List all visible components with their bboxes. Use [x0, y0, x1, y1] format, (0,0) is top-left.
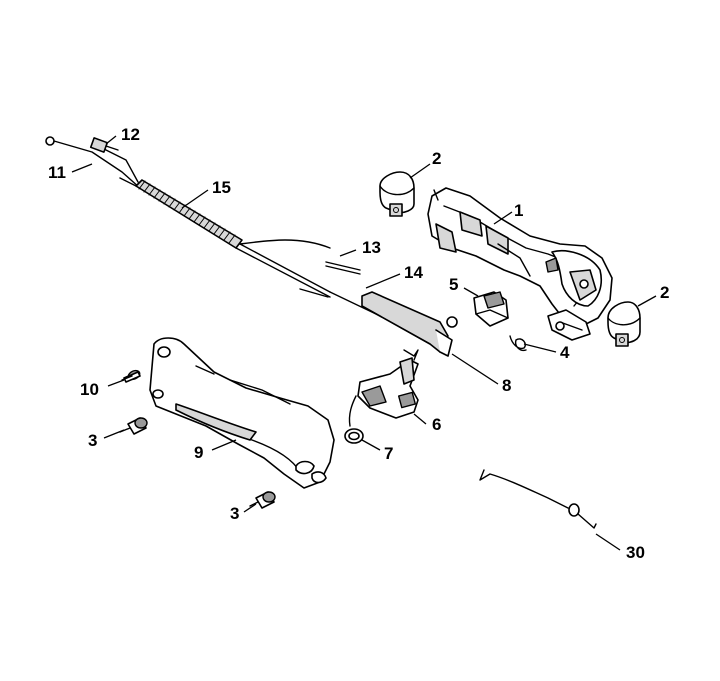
slide-switch-5	[473, 291, 509, 327]
wire-clip-30	[479, 469, 597, 529]
callout-3-upper: 3	[88, 431, 97, 450]
leader-lines	[71, 135, 657, 551]
interlock-lever-6	[357, 357, 419, 419]
callout-13: 13	[362, 238, 381, 257]
callout-7: 7	[384, 444, 393, 463]
callout-2-upper: 2	[432, 149, 441, 168]
callout-8: 8	[502, 376, 511, 395]
wire-lead-11-12	[45, 136, 141, 189]
callout-10: 10	[80, 380, 99, 399]
clamp-ring-2-upper	[379, 171, 415, 217]
screw-3-lower	[249, 491, 276, 509]
callout-15: 15	[212, 178, 231, 197]
callout-12: 12	[121, 125, 140, 144]
clamp-ring-2-right	[607, 301, 641, 347]
callout-14: 14	[404, 263, 423, 282]
callout-4: 4	[560, 343, 570, 362]
callout-6: 6	[432, 415, 441, 434]
callout-11: 11	[48, 163, 66, 182]
callout-3-lower: 3	[230, 504, 239, 523]
hose-13	[299, 261, 361, 298]
screw-3-upper	[119, 417, 148, 435]
callout-9: 9	[194, 443, 203, 462]
callout-2-right: 2	[660, 283, 669, 302]
callout-5: 5	[449, 275, 458, 294]
throttle-trigger-14	[361, 291, 458, 357]
spring-4	[509, 335, 527, 352]
handle-shell-9	[149, 337, 335, 489]
throttle-cable-15	[119, 177, 421, 336]
callout-1: 1	[514, 201, 523, 220]
callout-30: 30	[626, 543, 645, 562]
spring-8	[403, 349, 419, 361]
screw-10	[121, 369, 141, 383]
torsion-spring-7	[344, 395, 364, 444]
handle-housing-1	[427, 187, 613, 341]
